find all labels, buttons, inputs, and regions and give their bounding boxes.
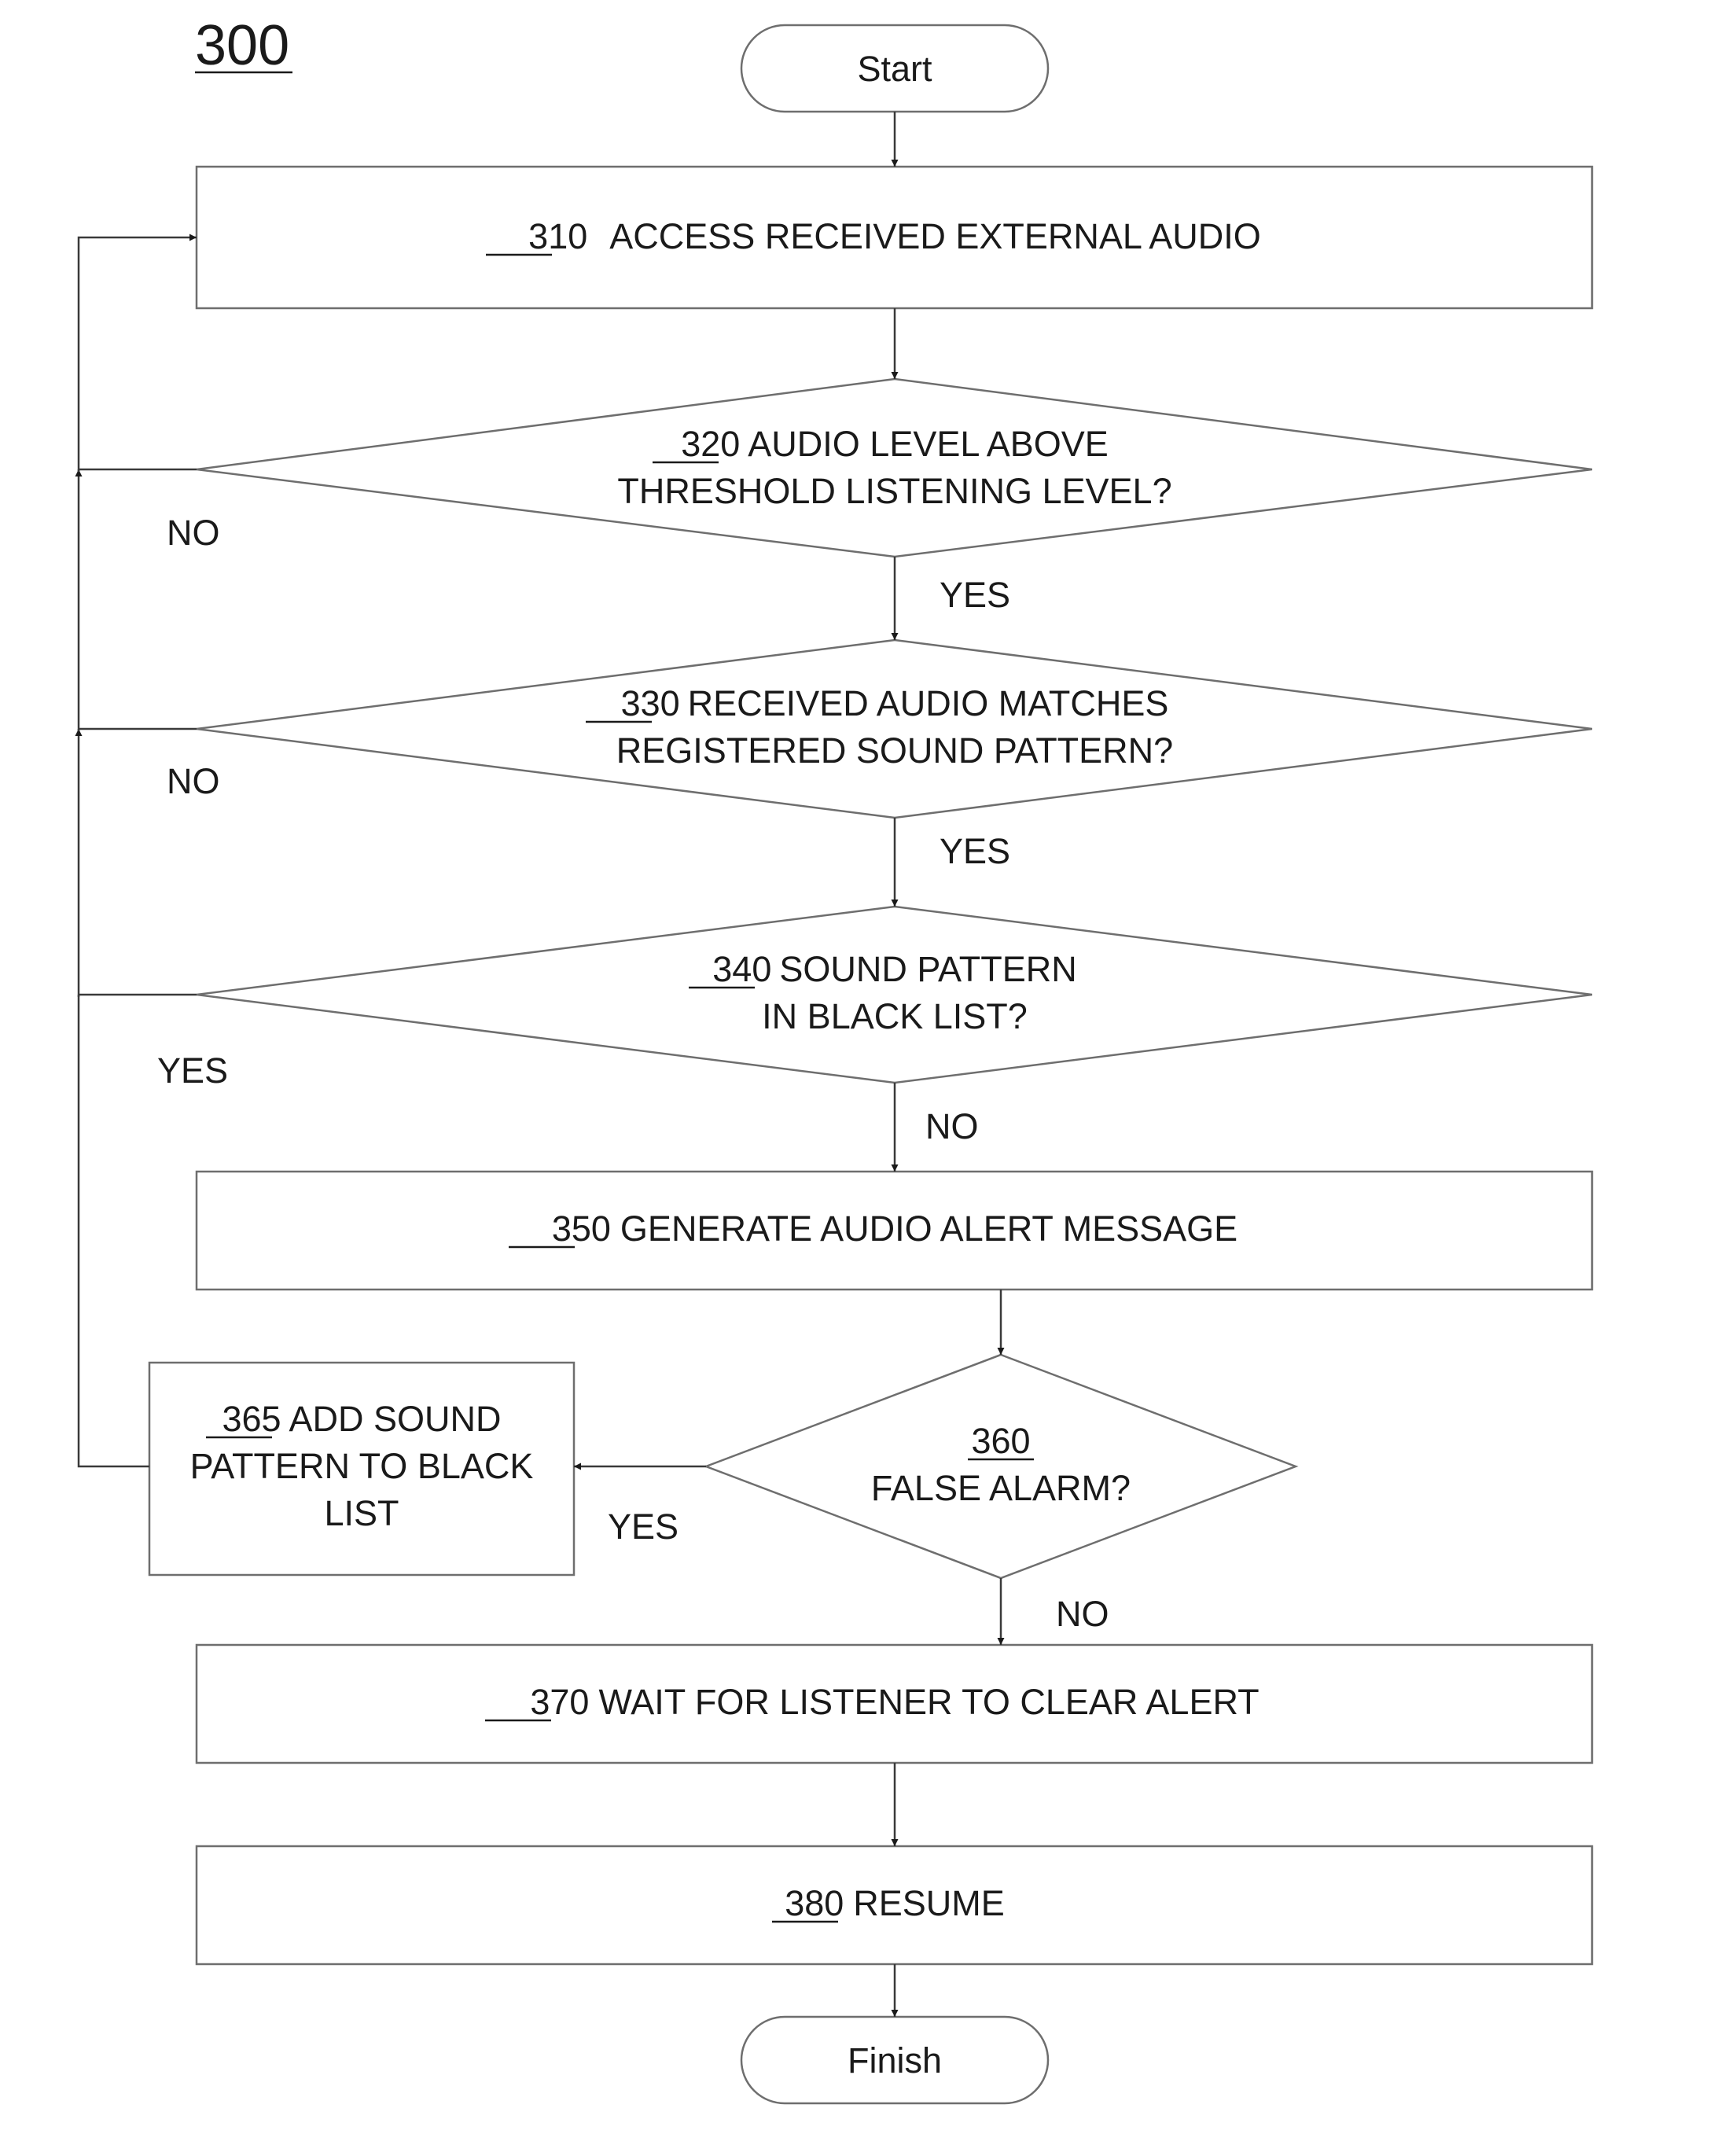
step-350-box: 350GENERATE AUDIO ALERT MESSAGE bbox=[197, 1172, 1592, 1290]
label-no-340: NO bbox=[925, 1106, 979, 1146]
decision-330-line1: 330RECEIVED AUDIO MATCHES bbox=[621, 683, 1169, 723]
step-310-box: 310ACCESS RECEIVED EXTERNAL AUDIO bbox=[197, 167, 1592, 308]
step-365-line3: LIST bbox=[324, 1493, 399, 1533]
step-370-box: 370WAIT FOR LISTENER TO CLEAR ALERT bbox=[197, 1645, 1592, 1763]
figure-label: 300 bbox=[195, 14, 292, 77]
step-370-text: 370WAIT FOR LISTENER TO CLEAR ALERT bbox=[530, 1682, 1259, 1722]
decision-360-num: 360 bbox=[971, 1421, 1030, 1461]
decision-340-diamond: 340SOUND PATTERN IN BLACK LIST? bbox=[197, 907, 1592, 1083]
svg-text:300: 300 bbox=[195, 14, 289, 77]
step-365-line1: 365ADD SOUND bbox=[222, 1399, 501, 1439]
decision-360-diamond: 360 FALSE ALARM? bbox=[706, 1355, 1296, 1578]
label-yes-360: YES bbox=[608, 1507, 678, 1547]
step-365-line2: PATTERN TO BLACK bbox=[190, 1446, 534, 1486]
decision-360-text: FALSE ALARM? bbox=[871, 1468, 1131, 1508]
step-380-text: 380RESUME bbox=[785, 1883, 1005, 1923]
decision-330-diamond: 330RECEIVED AUDIO MATCHES REGISTERED SOU… bbox=[197, 640, 1592, 818]
decision-340-line2: IN BLACK LIST? bbox=[762, 996, 1028, 1036]
label-no-320: NO bbox=[167, 513, 220, 553]
decision-320-line2: THRESHOLD LISTENING LEVEL? bbox=[617, 471, 1171, 511]
step-310-text: 310ACCESS RECEIVED EXTERNAL AUDIO bbox=[528, 216, 1261, 256]
finish-terminal: Finish bbox=[741, 2017, 1048, 2103]
start-terminal: Start bbox=[741, 25, 1048, 112]
label-no-330: NO bbox=[167, 761, 220, 801]
step-365-box: 365ADD SOUND PATTERN TO BLACK LIST bbox=[149, 1363, 574, 1575]
decision-320-diamond: 320AUDIO LEVEL ABOVE THRESHOLD LISTENING… bbox=[197, 379, 1592, 557]
step-380-box: 380RESUME bbox=[197, 1846, 1592, 1964]
decision-330-line2: REGISTERED SOUND PATTERN? bbox=[616, 730, 1173, 771]
finish-label: Finish bbox=[848, 2040, 942, 2081]
label-yes-320: YES bbox=[940, 575, 1010, 615]
label-yes-340: YES bbox=[157, 1050, 228, 1091]
loop-arrow-to-310 bbox=[79, 237, 197, 472]
label-yes-330: YES bbox=[940, 831, 1010, 871]
step-350-text: 350GENERATE AUDIO ALERT MESSAGE bbox=[552, 1209, 1237, 1249]
label-no-360: NO bbox=[1056, 1594, 1109, 1634]
edge-365-loop bbox=[79, 995, 149, 1466]
decision-340-line1: 340SOUND PATTERN bbox=[712, 949, 1076, 989]
start-label: Start bbox=[857, 49, 932, 89]
